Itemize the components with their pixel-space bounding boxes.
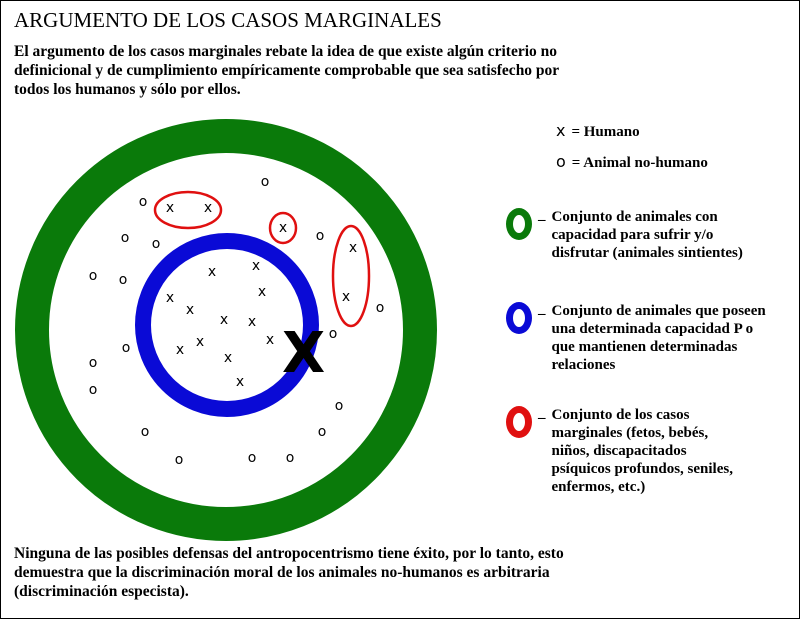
big-human-marker: X	[282, 321, 325, 386]
human-marker: x	[248, 314, 256, 330]
human-marker: x	[166, 290, 174, 306]
human-marker: x	[349, 240, 357, 256]
legend-item-green: – Conjunto de animales con capacidad par…	[506, 208, 746, 262]
green-ring-icon	[506, 208, 532, 240]
red-ring-icon	[506, 406, 532, 438]
animal-marker: o	[89, 382, 98, 398]
human-marker: x	[224, 350, 232, 366]
intro-text: El argumento de los casos marginales reb…	[14, 43, 559, 98]
animal-marker: o	[89, 355, 98, 371]
animal-marker: o	[248, 450, 257, 466]
animal-marker: o	[329, 326, 338, 342]
animal-label: = Animal no-humano	[571, 155, 708, 171]
key-animal: o = Animal no-humano	[556, 153, 708, 172]
human-marker: x	[279, 220, 287, 236]
animal-marker: o	[376, 300, 385, 316]
human-marker: x	[186, 302, 194, 318]
animal-marker: o	[316, 228, 325, 244]
human-marker: x	[196, 334, 204, 350]
animal-marker: o	[318, 424, 327, 440]
human-marker: x	[204, 200, 212, 216]
animal-marker: o	[139, 194, 148, 210]
marginal-set-ellipse	[153, 190, 223, 230]
blue-ring-icon	[506, 302, 532, 334]
animal-marker: o	[141, 424, 150, 440]
animal-marker: o	[122, 340, 131, 356]
legend-text-green: Conjunto de animales con capacidad para …	[551, 209, 743, 261]
human-marker: x	[258, 284, 266, 300]
legend-item-red: – Conjunto de los casos marginales (feto…	[506, 406, 746, 496]
human-marker: x	[266, 332, 274, 348]
human-marker: x	[236, 374, 244, 390]
human-marker: x	[208, 264, 216, 280]
human-marker: x	[252, 258, 260, 274]
sentient-set-ring	[15, 119, 437, 541]
conclusion-text: Ninguna de las posibles defensas del ant…	[14, 545, 564, 600]
animal-marker: o	[335, 398, 344, 414]
animal-marker: o	[286, 450, 295, 466]
animal-marker: o	[121, 230, 130, 246]
legend-text-blue: Conjunto de animales que poseen una dete…	[551, 303, 766, 373]
human-label: = Humano	[571, 124, 640, 140]
legend-item-blue: – Conjunto de animales que poseen una de…	[506, 302, 766, 374]
key-human: x = Humano	[556, 122, 640, 141]
animal-marker: o	[119, 272, 128, 288]
human-symbol: x	[556, 121, 566, 140]
page-title: ARGUMENTO DE LOS CASOS MARGINALES	[14, 8, 442, 32]
animal-marker: o	[152, 236, 161, 252]
marginal-set-ellipse	[268, 211, 298, 245]
legend-text-red: Conjunto de los casos marginales (fetos,…	[551, 407, 733, 495]
human-marker: x	[166, 200, 174, 216]
capacity-set-ring	[135, 233, 319, 417]
human-marker: x	[220, 312, 228, 328]
human-marker: x	[176, 342, 184, 358]
human-marker: x	[342, 289, 350, 305]
animal-marker: o	[89, 268, 98, 284]
animal-marker: o	[175, 452, 184, 468]
animal-symbol: o	[556, 152, 566, 171]
marginal-set-ellipse	[331, 224, 371, 328]
animal-marker: o	[261, 174, 270, 190]
